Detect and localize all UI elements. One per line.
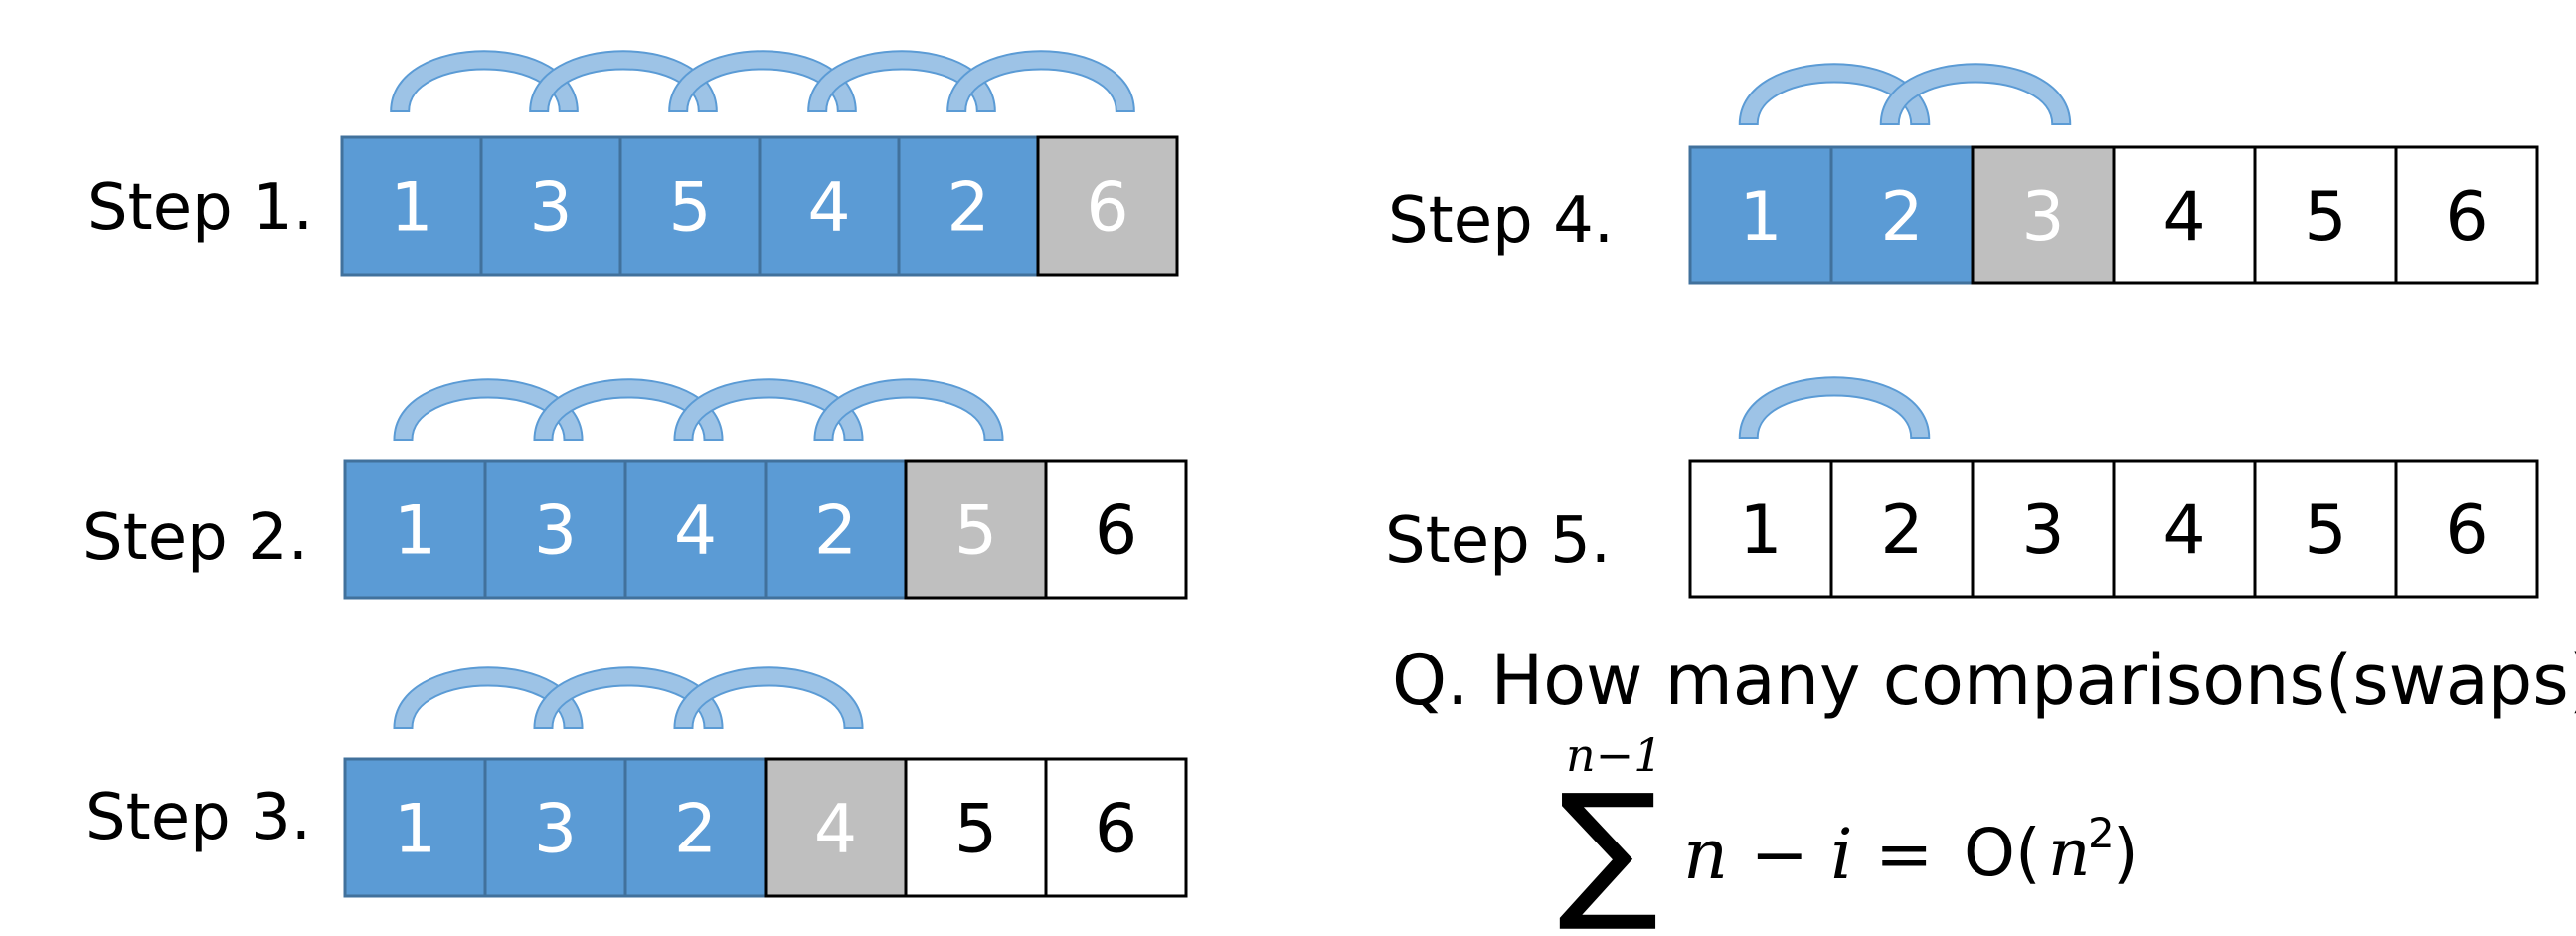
- result-exponent: 2: [2088, 809, 2115, 857]
- comparison-arc: [807, 50, 996, 112]
- array-cell-value: 4: [2162, 491, 2205, 570]
- array-cell-value: 2: [674, 791, 717, 869]
- step-label: Step 3.: [86, 781, 311, 854]
- array-cell-value: 5: [954, 492, 997, 571]
- array-cell-pivot: [764, 757, 908, 898]
- array-cell-sorted: [2394, 145, 2539, 285]
- result-var: n: [2048, 815, 2091, 891]
- comparison-arc: [393, 666, 584, 729]
- step-5: Step 5. 1 2 3 4 5 6: [1385, 376, 2539, 599]
- question-block: Q. How many comparisons(swaps)? n−1 ∑ n …: [1392, 640, 2576, 936]
- array-cell-sorted: [904, 757, 1048, 898]
- comparison-arc: [673, 666, 864, 729]
- array-cell-active: [618, 135, 762, 277]
- array-cell-value: 1: [390, 169, 432, 248]
- result-prefix: O(: [1964, 815, 2041, 891]
- array-cell-value: 5: [668, 169, 711, 248]
- array-cell-sorted: [1971, 459, 2116, 599]
- step-4: Step 4. 1 2 3 4 5 6: [1388, 63, 2539, 285]
- array-cell-active: [343, 757, 487, 898]
- comparison-arc: [668, 50, 857, 112]
- array-cell-value: 3: [2021, 178, 2064, 257]
- array-cell-value: 6: [2445, 491, 2488, 570]
- array-cell-value: 3: [534, 492, 577, 571]
- array-cell-active: [483, 459, 627, 600]
- array-cell-sorted: [2112, 459, 2257, 599]
- array-cell-pivot: [1036, 135, 1179, 277]
- comparison-arc: [946, 50, 1135, 112]
- array-cell-value: 3: [534, 791, 577, 869]
- array-cell-active: [483, 757, 627, 898]
- question-text: Q. How many comparisons(swaps)?: [1392, 640, 2576, 721]
- sum-body: n − i =: [1683, 814, 1934, 895]
- array-cell-value: 4: [2162, 178, 2205, 257]
- comparison-arc: [1738, 376, 1931, 439]
- array-cell-sorted: [1688, 459, 1833, 599]
- array-cell-active: [479, 135, 622, 277]
- array-cell-active: [340, 135, 483, 277]
- array-cell-sorted: [2253, 459, 2398, 599]
- array-cell-active: [1829, 145, 1975, 285]
- step-label: Step 4.: [1388, 184, 1614, 258]
- array-cell-value: 2: [814, 492, 857, 571]
- step-2: Step 2. 1 3 4 2 5 6: [83, 378, 1188, 600]
- array-cell-value: 6: [1086, 169, 1128, 248]
- array-cell-value: 5: [954, 791, 997, 869]
- sum-upper-limit: n−1: [1566, 728, 1662, 782]
- array-cell-value: 6: [1095, 492, 1137, 571]
- array-cell-value: 5: [2304, 178, 2346, 257]
- array-cell-sorted: [2253, 145, 2398, 285]
- comparison-arc: [1738, 63, 1931, 125]
- comparison-arc: [529, 50, 718, 112]
- array-cell-sorted: [1044, 459, 1188, 600]
- array-cell-value: 3: [2021, 491, 2064, 570]
- comparison-arc: [673, 378, 864, 441]
- array-cell-value: 4: [807, 169, 850, 248]
- array-cell-sorted: [2394, 459, 2539, 599]
- array-cell-active: [623, 459, 768, 600]
- array-cell-value: 5: [2304, 491, 2346, 570]
- result-suffix: ): [2113, 815, 2139, 891]
- array-cell-value: 4: [674, 492, 717, 571]
- array-cell-value: 3: [529, 169, 572, 248]
- array-cell-active: [897, 135, 1040, 277]
- step-3: Step 3. 1 3 2 4 5 6: [86, 666, 1188, 898]
- array-cell-value: 6: [1095, 791, 1137, 869]
- array-cell-value: 6: [2445, 178, 2488, 257]
- array-cell-value: 1: [1739, 178, 1782, 257]
- comparison-arc: [1879, 63, 2072, 125]
- array-cell-value: 1: [394, 492, 436, 571]
- array-cell-active: [343, 459, 487, 600]
- step-label: Step 2.: [83, 501, 308, 575]
- comparison-arc: [533, 378, 724, 441]
- array-cell-value: 1: [394, 791, 436, 869]
- comparison-arc: [390, 50, 579, 112]
- step-1: Step 1. 1 3 5 4 2 6: [87, 50, 1179, 277]
- array-cell-sorted: [1044, 757, 1188, 898]
- step-label: Step 5.: [1385, 504, 1611, 578]
- step-label: Step 1.: [87, 171, 313, 245]
- array-cell-value: 4: [814, 791, 857, 869]
- array-cell-value: 2: [1880, 491, 1923, 570]
- array-cell-sorted: [1829, 459, 1975, 599]
- array-cell-active: [1688, 145, 1833, 285]
- array-cell-value: 1: [1739, 491, 1782, 570]
- array-cell-pivot: [904, 459, 1048, 600]
- array-cell-value: 2: [946, 169, 989, 248]
- array-cell-value: 2: [1880, 178, 1923, 257]
- array-cell-sorted: [2112, 145, 2257, 285]
- comparison-arc: [393, 378, 584, 441]
- comparison-arc: [533, 666, 724, 729]
- comparison-arc: [813, 378, 1004, 441]
- sum-symbol: ∑: [1558, 763, 1658, 936]
